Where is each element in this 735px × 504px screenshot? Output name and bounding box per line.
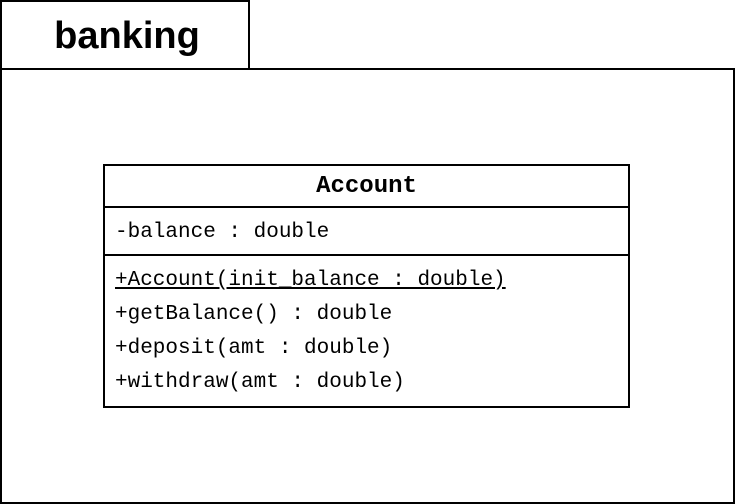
operations-compartment: +Account(init_balance : double) +getBala…	[105, 256, 628, 400]
attributes-compartment: -balance : double	[105, 208, 628, 256]
attribute-balance: -balance : double	[115, 221, 330, 244]
package-name: banking	[54, 15, 200, 57]
operation-deposit: +deposit(amt : double)	[115, 337, 393, 360]
operation-get-balance: +getBalance() : double	[115, 303, 393, 326]
operation-withdraw: +withdraw(amt : double)	[115, 371, 405, 394]
class-name: Account	[105, 166, 628, 208]
operation-constructor: +Account(init_balance : double)	[115, 269, 506, 292]
package-tab: banking	[0, 0, 250, 69]
class-box-account: Account -balance : double +Account(init_…	[103, 164, 630, 408]
